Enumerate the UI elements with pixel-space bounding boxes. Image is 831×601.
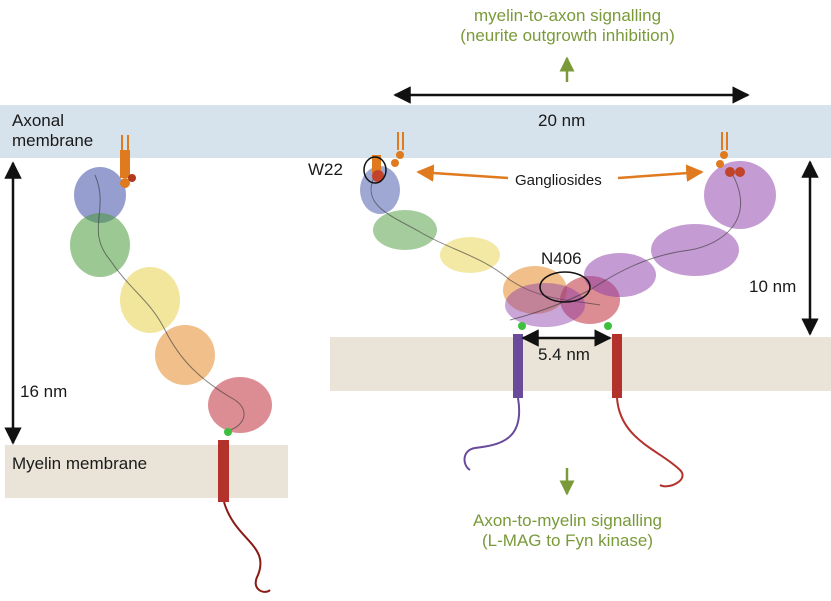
gangliosides-label: Gangliosides	[515, 172, 602, 189]
bottom-signal-line1: Axon-to-myelin signalling	[473, 511, 662, 530]
axonal-membrane-label: Axonal membrane	[12, 111, 93, 151]
myelin-membrane-label: Myelin membrane	[12, 454, 148, 473]
top-signal-line1: myelin-to-axon signalling	[473, 6, 662, 25]
ganglioside-arrow-left	[416, 164, 509, 182]
bottom-signal-label: Axon-to-myelin signalling (L-MAG to Fyn …	[415, 511, 720, 551]
right-protein-dimer	[360, 132, 776, 488]
top-signal-label: myelin-to-axon signalling (neurite outgr…	[415, 6, 720, 46]
height-10nm-label: 10 nm	[749, 277, 797, 296]
left-protein-chain	[70, 135, 272, 593]
w22-label: W22	[308, 160, 343, 179]
bottom-signal-line2: (L-MAG to Fyn kinase)	[482, 531, 653, 550]
width-20nm-label: 20 nm	[538, 111, 586, 130]
width-5-4nm-label: 5.4 nm	[538, 345, 590, 364]
axonal-membrane	[0, 105, 831, 158]
height-16nm-label: 16 nm	[20, 382, 68, 401]
ganglioside-arrow-right	[617, 164, 704, 182]
axonal-label-line1: Axonal	[12, 111, 64, 130]
axonal-label-line2: membrane	[12, 131, 94, 150]
top-signal-line2: (neurite outgrowth inhibition)	[460, 26, 675, 45]
n406-label: N406	[541, 249, 582, 268]
myelin-membrane-left	[5, 445, 288, 498]
